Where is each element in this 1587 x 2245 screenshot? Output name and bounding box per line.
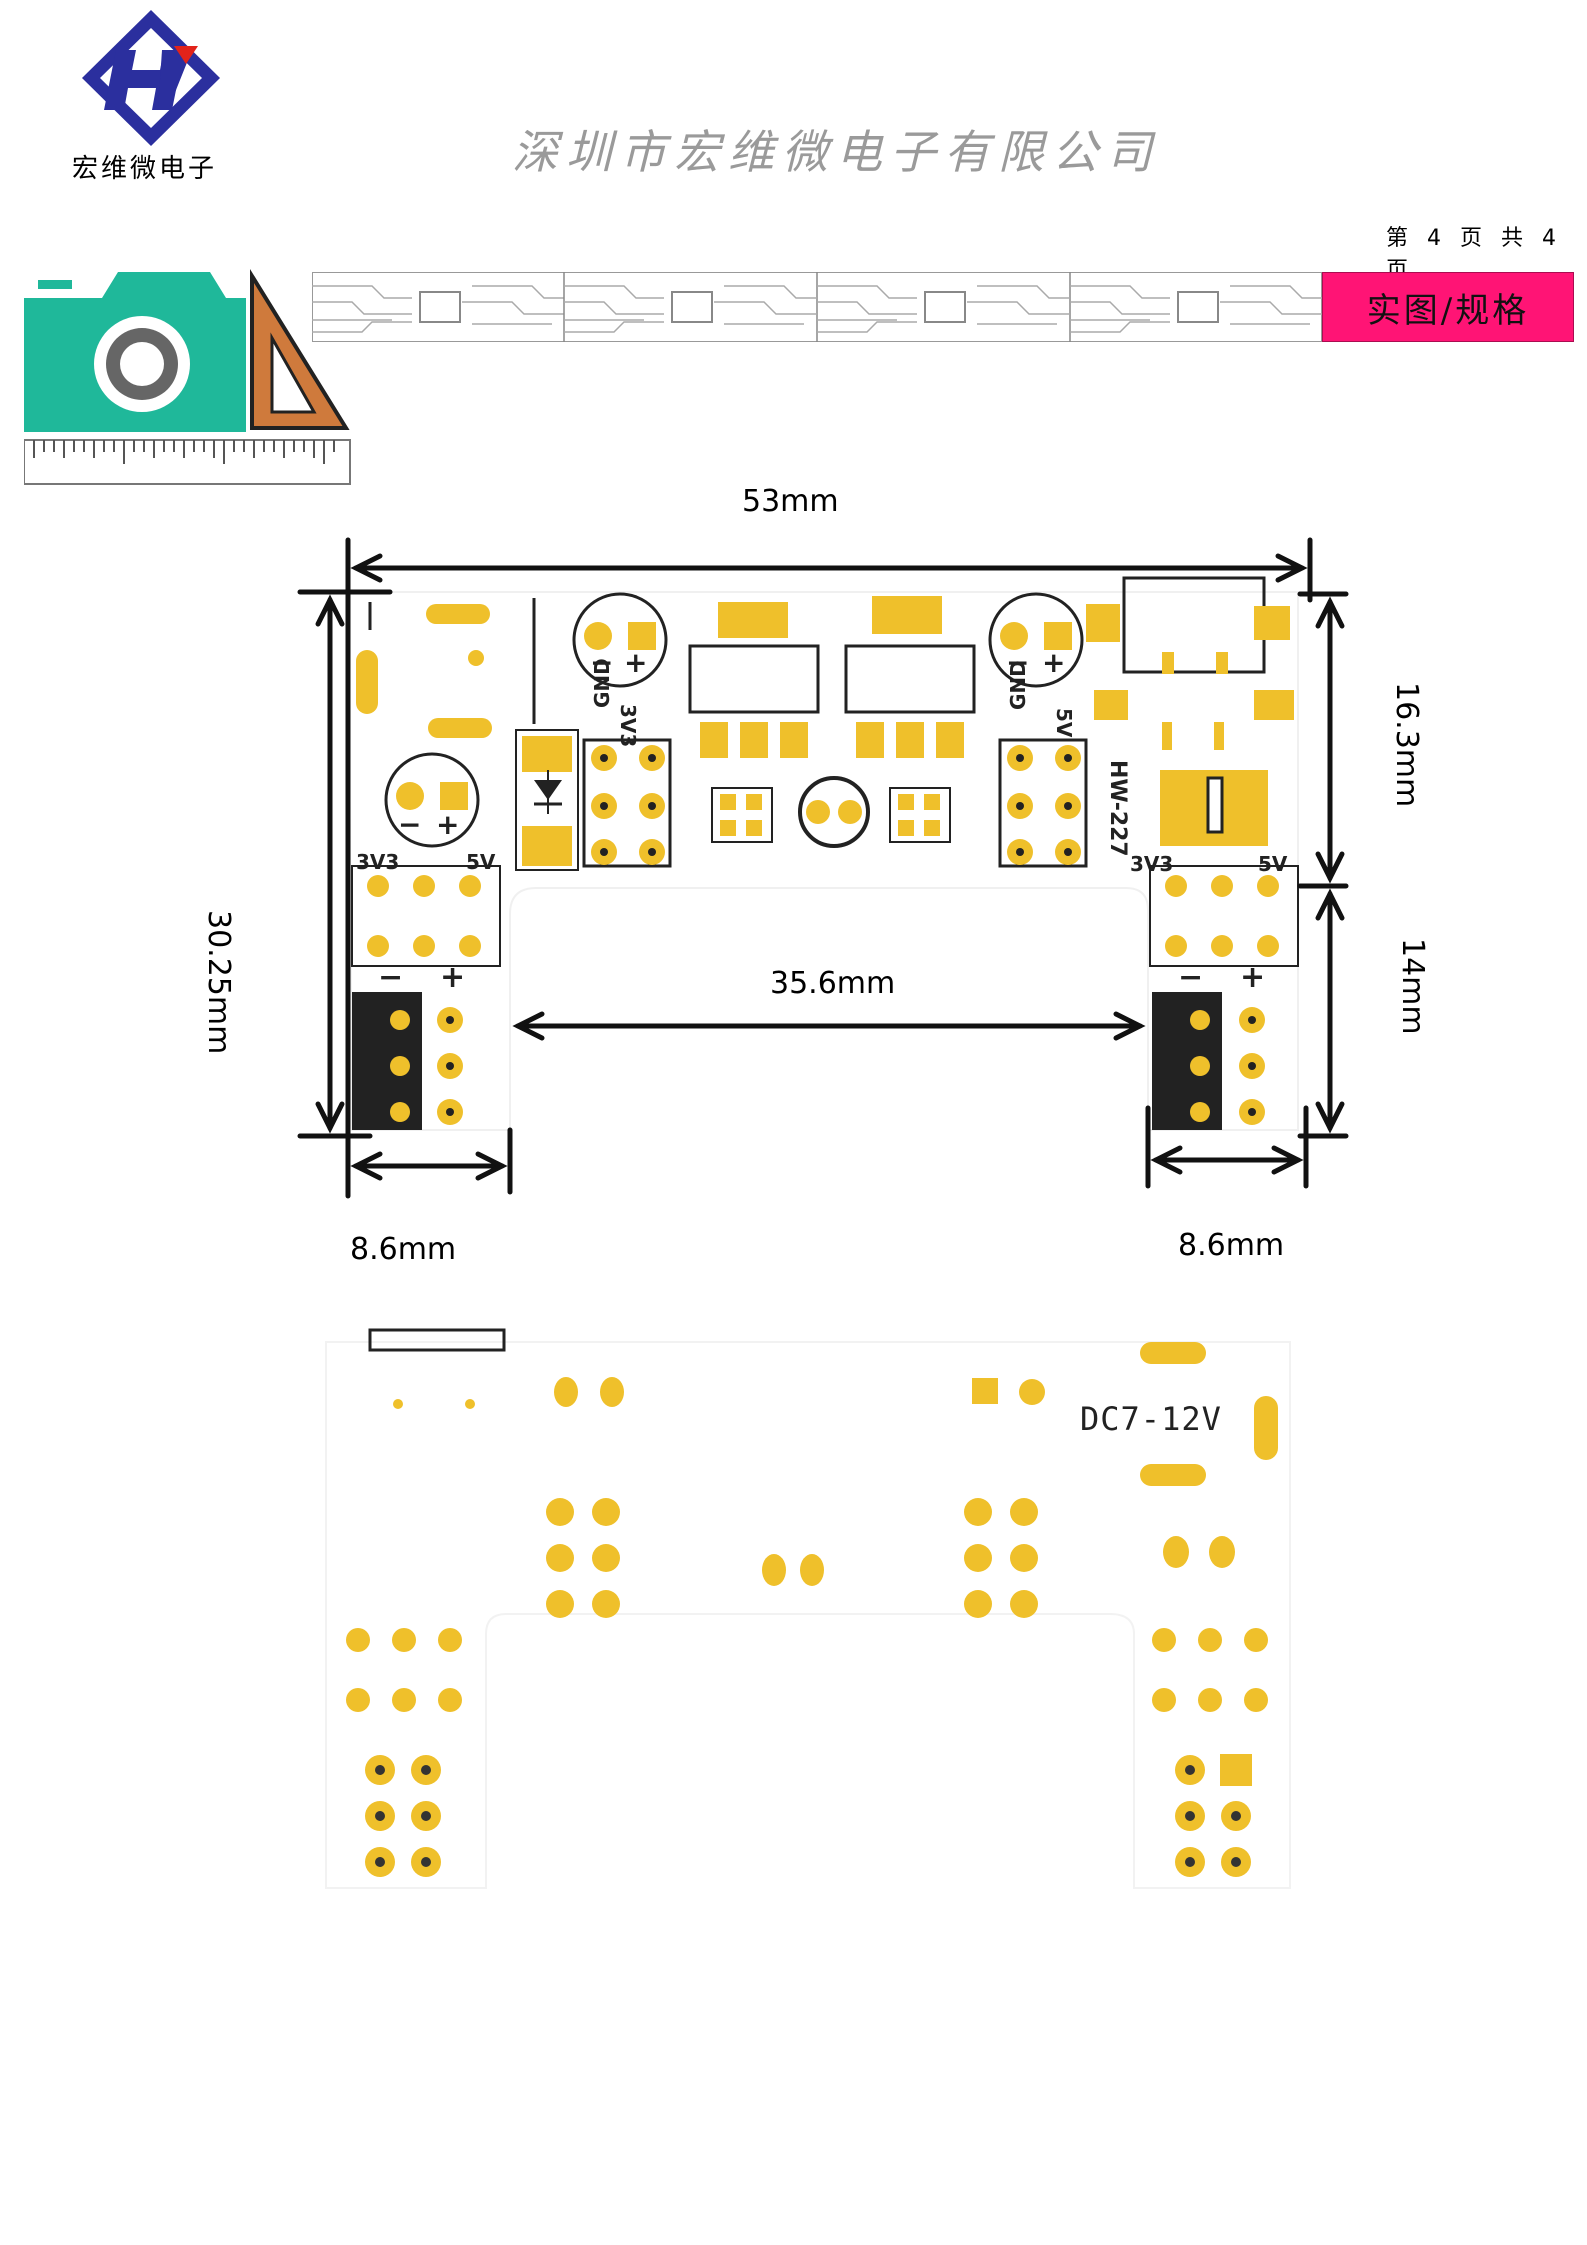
- dim-right-leg: 8.6mm: [1178, 1228, 1285, 1263]
- dim-inner-gap: 35.6mm: [770, 966, 896, 1001]
- board-top-view: [297, 537, 1349, 1199]
- label-minus-right: −: [1178, 960, 1204, 995]
- logo-text: 宏维微电子: [72, 154, 218, 184]
- section-tag: 实图/规格: [1322, 272, 1574, 342]
- label-minus-left: −: [378, 960, 404, 995]
- board-bottom-view: [0, 1300, 1587, 1920]
- dim-height: 30.25mm: [201, 910, 236, 1055]
- label-3v3-left: 3V3: [616, 704, 640, 748]
- label-input-voltage: DC7-12V: [1080, 1400, 1222, 1438]
- company-name: 深圳市宏维微电子有限公司: [512, 125, 1160, 179]
- label-5v-outleft: 5V: [466, 850, 496, 874]
- label-3v3-outleft: 3V3: [356, 850, 400, 874]
- label-minus-cap: −: [398, 808, 422, 841]
- label-5v-right: 5V: [1052, 708, 1076, 738]
- circuit-banner: [311, 271, 1323, 343]
- label-plus-c2: +: [1042, 646, 1066, 679]
- hw-logo-icon: [82, 10, 220, 146]
- label-minus-c2: −: [1006, 646, 1030, 679]
- label-plus-right: +: [1240, 960, 1266, 995]
- dim-width: 53mm: [742, 484, 839, 519]
- label-plus-left: +: [440, 960, 466, 995]
- label-5v-outright: 5V: [1258, 852, 1288, 876]
- dim-left-leg: 8.6mm: [350, 1232, 457, 1267]
- label-plus-cap: +: [436, 808, 460, 841]
- company-logo: [76, 6, 226, 146]
- dim-upper-height: 16.3mm: [1389, 682, 1424, 808]
- board-outline: [346, 591, 1299, 1131]
- label-3v3-outright: 3V3: [1130, 852, 1174, 876]
- label-plus-c1: +: [624, 646, 648, 679]
- label-model: HW-227: [1105, 760, 1130, 857]
- dim-lower-height: 14mm: [1395, 938, 1430, 1035]
- label-minus-c1: −: [590, 646, 614, 679]
- camera-ruler-icon: [23, 268, 354, 486]
